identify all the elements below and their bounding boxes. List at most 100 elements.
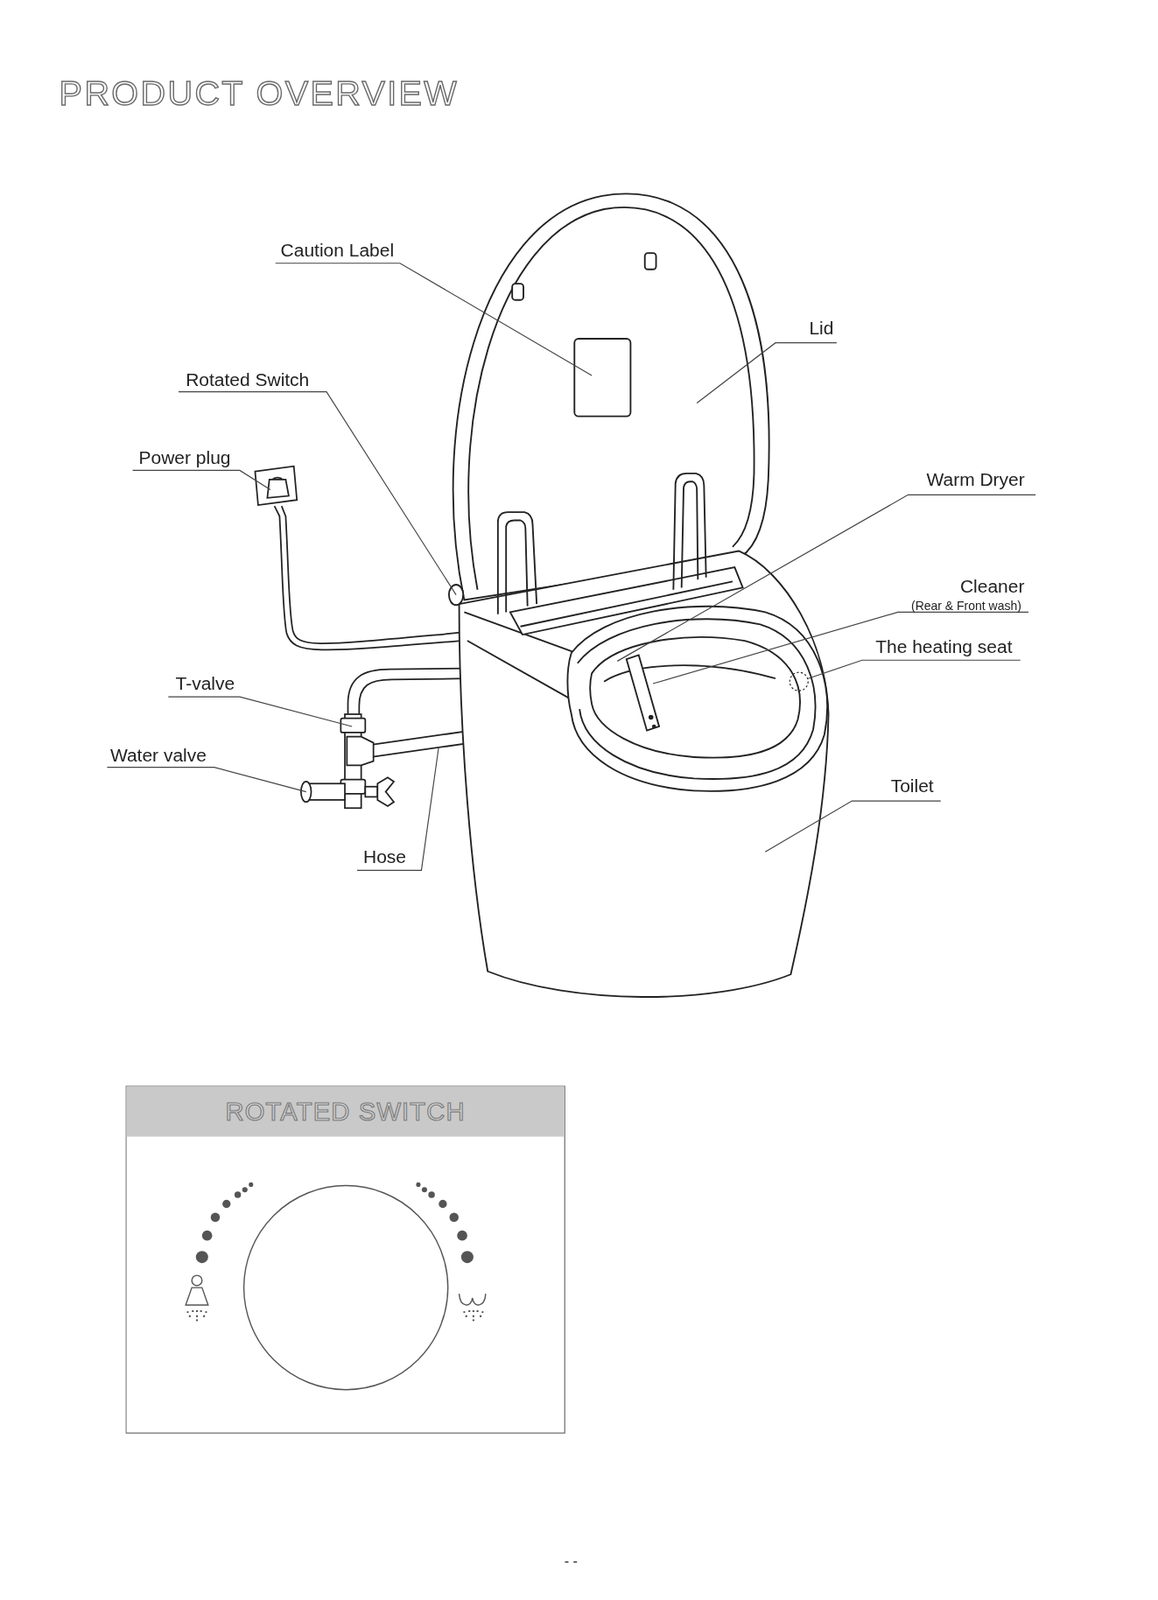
lid <box>453 193 770 600</box>
switch-dial <box>244 1186 449 1390</box>
leader-lines <box>133 470 271 490</box>
switch-dial <box>196 1250 209 1264</box>
seat <box>652 725 656 729</box>
lid <box>574 338 631 417</box>
valves <box>301 714 394 808</box>
seat <box>589 637 801 758</box>
switch-dial <box>222 1200 231 1208</box>
switch-dial <box>428 1191 435 1198</box>
switch-dial <box>234 1191 241 1198</box>
water-hoses <box>371 730 471 745</box>
water-hoses <box>348 668 468 719</box>
water-hoses <box>371 743 471 758</box>
lid <box>512 283 524 301</box>
leader-lines <box>106 767 306 793</box>
switch-dial <box>415 1182 421 1187</box>
switch-dial <box>456 1230 468 1242</box>
switch-dial <box>461 1250 474 1264</box>
part-label: T-valve <box>175 674 236 694</box>
switch-dial <box>449 1212 458 1222</box>
wash-icons <box>463 1311 465 1313</box>
page-title: PRODUCT OVERVIEW <box>59 75 459 111</box>
switch-dial <box>242 1186 248 1193</box>
toilet-body <box>459 550 829 997</box>
wash-icons <box>186 1310 484 1322</box>
power-cord <box>281 505 462 644</box>
part-label: Water valve <box>110 745 207 765</box>
wash-icons <box>203 1315 205 1318</box>
power-cord <box>254 466 461 651</box>
toilet-body <box>467 640 580 704</box>
wash-icons <box>476 1310 478 1313</box>
seat <box>510 567 744 635</box>
switch-panel: ROTATED SWITCH <box>125 1085 565 1434</box>
wash-icons <box>465 1315 468 1318</box>
part-label: Cleaner <box>960 577 1025 597</box>
part-label: - - <box>564 1553 578 1568</box>
wash-icons <box>472 1315 475 1318</box>
seat <box>498 512 537 615</box>
seat <box>449 473 828 792</box>
valves <box>340 718 365 733</box>
leader-lines <box>275 263 592 376</box>
wash-icons <box>481 1311 484 1313</box>
switch-dial <box>196 1182 474 1390</box>
seat <box>673 473 706 590</box>
wash-icons <box>196 1319 198 1321</box>
wash-icons <box>468 1310 471 1313</box>
wash-icons <box>204 1311 207 1313</box>
seat <box>505 520 527 613</box>
leader-lines <box>652 611 1029 684</box>
part-label: Power plug <box>139 449 232 468</box>
wash-icons <box>189 1315 191 1318</box>
wash-icons <box>199 1310 202 1313</box>
power-cord <box>274 505 462 650</box>
seat <box>520 581 733 626</box>
seat <box>567 606 828 792</box>
wash-icons <box>191 1310 194 1313</box>
valves <box>364 786 378 798</box>
wash-icons <box>185 1275 486 1321</box>
part-label: Rotated Switch <box>185 370 309 389</box>
switch-dial <box>202 1230 213 1242</box>
part-label: Caution Label <box>280 240 395 260</box>
leader-lines <box>168 696 352 727</box>
seat <box>577 618 816 780</box>
wash-icons <box>472 1319 475 1321</box>
valves <box>346 736 373 766</box>
part-label: Warm Dryer <box>926 470 1025 489</box>
seat <box>649 715 653 720</box>
lid <box>468 207 754 590</box>
wash-icons <box>186 1311 189 1313</box>
wash-icons <box>185 1287 209 1306</box>
wash-icons <box>196 1310 198 1313</box>
part-label: The heating seat <box>875 638 1012 657</box>
switch-dial <box>248 1182 253 1187</box>
power-cord <box>254 466 297 506</box>
part-label: (Rear & Front wash) <box>911 599 1022 612</box>
switch-dial <box>421 1186 428 1193</box>
seat <box>681 481 699 588</box>
lid <box>645 252 657 270</box>
part-label: Hose <box>363 848 407 867</box>
wash-icons <box>472 1310 475 1313</box>
leader-lines <box>617 494 1036 661</box>
switch-dial <box>438 1200 447 1208</box>
switch-dial <box>210 1212 220 1222</box>
wash-icons <box>191 1275 203 1286</box>
part-label: Toilet <box>891 776 934 795</box>
part-label: Lid <box>808 319 834 338</box>
toilet-body <box>459 550 829 997</box>
panel-heading: ROTATED SWITCH <box>126 1086 565 1137</box>
water-hoses <box>358 678 468 718</box>
wash-icons <box>459 1293 486 1306</box>
leader-lines <box>357 746 439 871</box>
wash-icons <box>479 1315 482 1318</box>
leader-lines <box>178 392 457 596</box>
leader-lines <box>764 800 941 852</box>
seat <box>789 672 808 691</box>
lid <box>453 193 770 600</box>
